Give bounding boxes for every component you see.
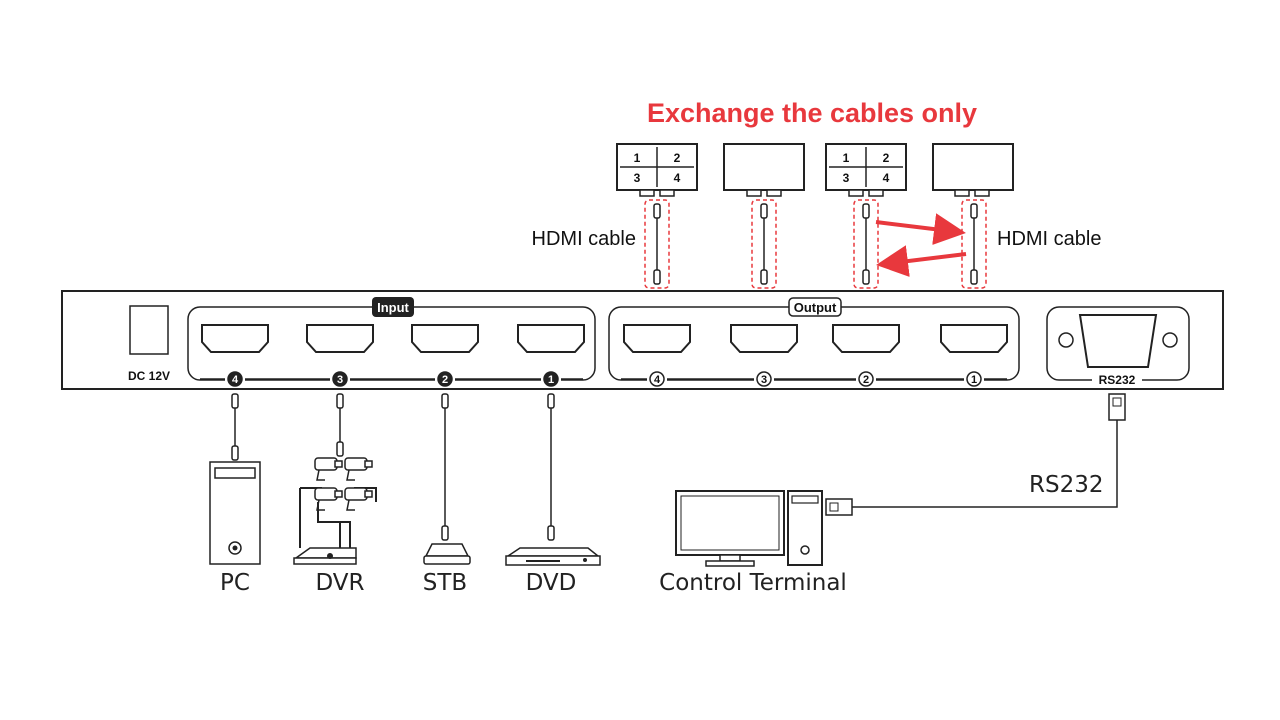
input-cables [231, 393, 555, 541]
output-hdmi-cable-4 [644, 199, 670, 289]
output-port-3 [730, 324, 798, 353]
pc-tower [209, 461, 261, 565]
input-port-2 [411, 324, 479, 353]
rs232-cable [825, 393, 1126, 516]
input-cable-4 [231, 393, 239, 461]
output-port-1 [940, 324, 1008, 353]
output-port-number-3: 3 [756, 371, 772, 387]
dc-power-jack [129, 305, 169, 355]
input-cable-2 [441, 393, 449, 541]
output-hdmi-cable-2 [853, 199, 879, 289]
svg-text:2: 2 [863, 374, 869, 386]
monitor-1-q2: 2 [674, 151, 681, 165]
dvd-player [505, 547, 601, 566]
monitor-3-q1: 1 [843, 151, 850, 165]
dc-power-label: DC 12V [128, 369, 170, 383]
dvr-camera-cluster [293, 457, 377, 565]
input-cable-1 [547, 393, 555, 541]
rs232-port [1078, 314, 1158, 368]
source-label-pc: PC [220, 570, 250, 596]
monitor-1: 1 2 3 4 [616, 143, 698, 197]
hdmi-ports: 4 3 2 1 4 3 2 1 [200, 324, 1008, 387]
monitor-2 [723, 143, 805, 197]
source-label-stb: STB [423, 570, 467, 596]
hdmi-cable-label-left: HDMI cable [532, 228, 636, 250]
svg-text:1: 1 [971, 374, 977, 386]
svg-text:4: 4 [232, 374, 239, 386]
svg-text:3: 3 [337, 374, 343, 386]
output-group-label: Output [794, 300, 837, 315]
input-group-label: Input [377, 300, 409, 315]
output-hdmi-cable-1 [961, 199, 987, 289]
monitor-4 [932, 143, 1014, 197]
rs232-cable-label: RS232 [1029, 472, 1103, 498]
control-terminal [675, 490, 823, 567]
hdmi-cable-label-right: HDMI cable [997, 228, 1101, 250]
monitor-3-q3: 3 [843, 171, 850, 185]
stb-box [423, 543, 471, 565]
input-port-number-4: 4 [227, 371, 243, 387]
output-port-number-2: 2 [858, 371, 874, 387]
swap-arrow-right [875, 213, 966, 245]
input-port-number-2: 2 [437, 371, 453, 387]
monitor-1-q1: 1 [634, 151, 641, 165]
input-port-1 [517, 324, 585, 353]
input-port-number-1: 1 [543, 371, 559, 387]
output-hdmi-cable-3 [751, 199, 777, 289]
svg-text:4: 4 [654, 374, 661, 386]
headline: Exchange the cables only [647, 98, 977, 128]
camera-icon [344, 487, 373, 511]
svg-text:1: 1 [548, 374, 554, 386]
output-port-number-1: 1 [966, 371, 982, 387]
matrix-switch: DC 12V Input Output RS232 4 3 2 1 4 3 2 1 [61, 290, 1224, 390]
monitor-3-q2: 2 [883, 151, 890, 165]
camera-icon [314, 487, 343, 511]
rs232-port-label: RS232 [1099, 373, 1136, 387]
output-port-4 [623, 324, 691, 353]
monitor-3-q4: 4 [883, 171, 890, 185]
camera-icon [314, 457, 343, 481]
monitor-1-q3: 3 [634, 171, 641, 185]
input-cable-3 [336, 393, 344, 457]
source-label-dvr: DVR [315, 570, 364, 596]
camera-icon [344, 457, 373, 481]
input-port-3 [306, 324, 374, 353]
dvr-box [293, 547, 357, 559]
output-port-number-4: 4 [649, 371, 665, 387]
svg-text:3: 3 [761, 374, 767, 386]
svg-text:2: 2 [442, 374, 448, 386]
swap-arrow-left [876, 245, 967, 277]
monitor-3: 1 2 3 4 [825, 143, 907, 197]
input-port-4 [201, 324, 269, 353]
monitor-1-q4: 4 [674, 171, 681, 185]
source-label-dvd: DVD [526, 570, 577, 596]
output-port-2 [832, 324, 900, 353]
control-terminal-label: Control Terminal [659, 570, 847, 596]
input-port-number-3: 3 [332, 371, 348, 387]
